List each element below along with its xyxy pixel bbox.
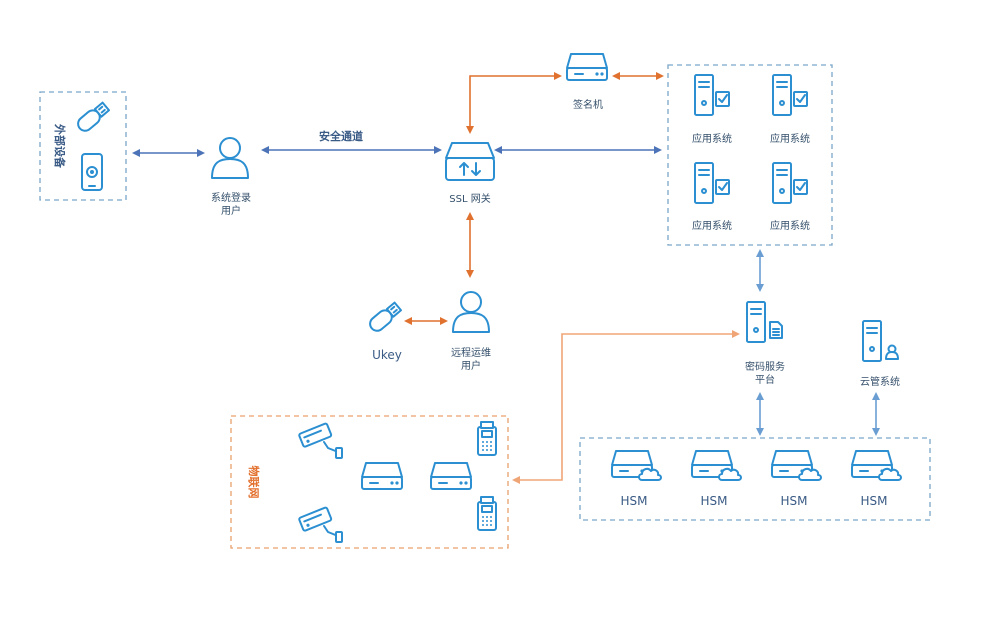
camera-icon — [297, 506, 343, 543]
usb-key-icon — [74, 101, 111, 135]
rack-device-icon — [430, 462, 472, 490]
app-system-1: 应用系统 — [692, 74, 732, 145]
iot-box — [230, 415, 509, 549]
link-platform-iot — [512, 330, 740, 484]
hsm-label: HSM — [701, 494, 728, 508]
remote-user-label-1: 远程运维 — [451, 346, 491, 359]
login-user-label-2: 用户 — [221, 204, 241, 217]
signature-server-label: 签名机 — [573, 98, 603, 111]
app-system-label: 应用系统 — [692, 219, 732, 232]
hsm-label: HSM — [781, 494, 808, 508]
crypto-platform-label-1: 密码服务 — [745, 360, 785, 373]
ukey-icon — [366, 301, 403, 335]
hsm-3: HSM — [771, 450, 822, 508]
remote-user-icon — [452, 291, 490, 333]
app-system-box — [667, 64, 833, 246]
server-icon — [772, 74, 792, 116]
hsm-label: HSM — [861, 494, 888, 508]
app-system-3: 应用系统 — [692, 162, 732, 232]
remote-user-label-2: 用户 — [461, 359, 481, 372]
external-device-box — [39, 91, 127, 201]
checklist-icon — [793, 91, 808, 107]
app-system-2: 应用系统 — [770, 74, 810, 145]
external-device-label: 外部设备 — [53, 123, 67, 169]
hsm-4: HSM — [851, 450, 902, 508]
server-icon — [772, 162, 792, 204]
checklist-icon — [793, 179, 808, 195]
camera-icon — [297, 422, 343, 459]
login-user-label-1: 系统登录 — [211, 191, 251, 204]
pos-terminal-icon — [477, 421, 497, 456]
hsm-label: HSM — [621, 494, 648, 508]
rack-device-icon — [361, 462, 403, 490]
hsm-1: HSM — [611, 450, 662, 508]
signature-server-icon — [566, 53, 608, 81]
server-icon — [694, 162, 714, 204]
link-gateway-signature — [466, 72, 562, 134]
cloud-mgmt-label: 云管系统 — [860, 375, 900, 388]
pos-terminal-icon — [477, 496, 497, 531]
hsm-icon — [691, 450, 742, 481]
phone-icon — [81, 153, 103, 191]
hsm-icon — [771, 450, 822, 481]
app-system-label: 应用系统 — [770, 219, 810, 232]
crypto-platform-label-2: 平台 — [755, 373, 775, 386]
iot-label: 物联网 — [247, 466, 261, 499]
hsm-icon — [851, 450, 902, 481]
cloud-mgmt-icon — [862, 320, 899, 362]
hsm-2: HSM — [691, 450, 742, 508]
app-system-4: 应用系统 — [770, 162, 810, 232]
crypto-platform-icon — [746, 301, 783, 343]
hsm-icon — [611, 450, 662, 481]
server-icon — [694, 74, 714, 116]
app-system-label: 应用系统 — [770, 132, 810, 145]
ssl-gateway-icon — [445, 142, 495, 181]
checklist-icon — [715, 179, 730, 195]
secure-channel-label: 安全通道 — [319, 129, 363, 143]
ssl-gateway-label: SSL 网关 — [449, 192, 490, 205]
ukey-label: Ukey — [372, 348, 402, 362]
checklist-icon — [715, 91, 730, 107]
app-system-label: 应用系统 — [692, 132, 732, 145]
login-user-icon — [211, 137, 249, 179]
